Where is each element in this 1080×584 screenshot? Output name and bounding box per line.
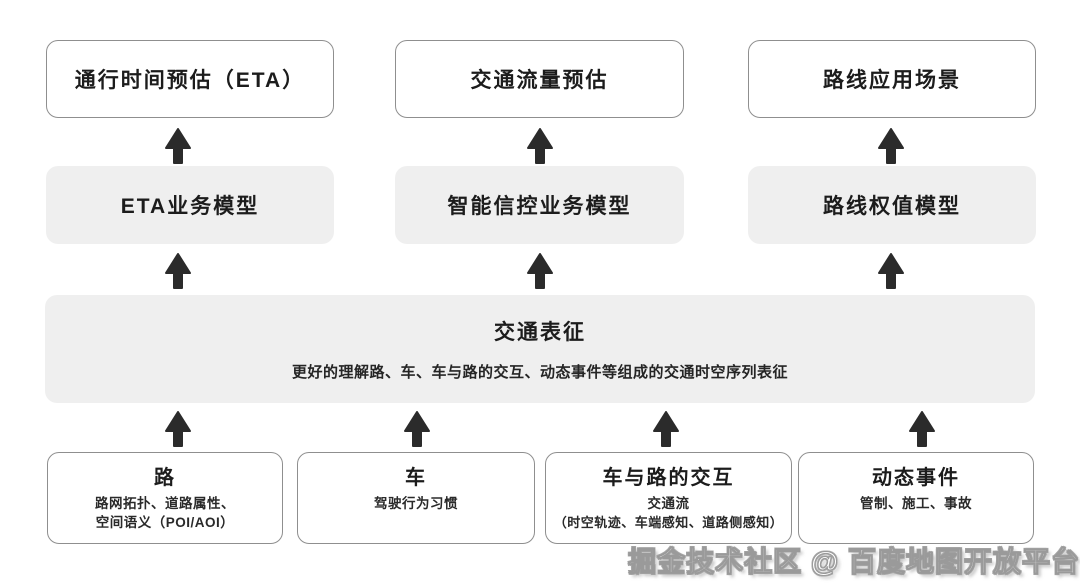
box-vehicle-road-interaction: 车与路的交互 交通流 （时空轨迹、车端感知、道路侧感知） [545, 452, 792, 544]
box-dynamic-events-title: 动态事件 [872, 467, 960, 489]
up-arrow-icon [909, 411, 935, 447]
up-arrow-icon [165, 253, 191, 289]
box-eta-business-model-label: ETA业务模型 [120, 195, 260, 218]
box-vehicle-road-interaction-sub-line2: （时空轨迹、车端感知、道路侧感知） [553, 515, 784, 530]
box-vehicle: 车 驾驶行为习惯 [297, 452, 535, 544]
box-eta-prediction-label: 通行时间预估（ETA） [74, 69, 306, 92]
box-route-weight-model-label: 路线权值模型 [823, 195, 961, 218]
box-signal-control-model: 智能信控业务模型 [395, 166, 684, 244]
box-eta-business-model: ETA业务模型 [46, 166, 334, 244]
traffic-representation-subtitle: 更好的理解路、车、车与路的交互、动态事件等组成的交通时空序列表征 [291, 364, 788, 381]
box-traffic-flow-prediction-label: 交通流量预估 [470, 69, 609, 92]
box-eta-prediction: 通行时间预估（ETA） [46, 40, 334, 118]
up-arrow-icon [878, 253, 904, 289]
box-vehicle-road-interaction-sub-line1: 交通流 [647, 496, 690, 511]
up-arrow-icon [165, 411, 191, 447]
box-dynamic-events: 动态事件 管制、施工、事故 [798, 452, 1034, 544]
up-arrow-icon [527, 128, 553, 164]
box-route-application-label: 路线应用场景 [823, 69, 961, 92]
box-traffic-flow-prediction: 交通流量预估 [395, 40, 684, 118]
box-route-weight-model: 路线权值模型 [748, 166, 1036, 244]
box-road-sub-line2: 空间语义（POI/AOI） [95, 515, 235, 530]
box-road: 路 路网拓扑、道路属性、 空间语义（POI/AOI） [47, 452, 283, 544]
up-arrow-icon [165, 128, 191, 164]
box-road-title: 路 [154, 467, 176, 489]
box-road-sub-line1: 路网拓扑、道路属性、 [95, 496, 235, 511]
box-vehicle-title: 车 [405, 467, 427, 489]
up-arrow-icon [527, 253, 553, 289]
box-dynamic-events-sub-line1: 管制、施工、事故 [860, 496, 972, 511]
up-arrow-icon [404, 411, 430, 447]
box-route-application: 路线应用场景 [748, 40, 1036, 118]
box-vehicle-sub-line1: 驾驶行为习惯 [374, 496, 458, 511]
box-vehicle-road-interaction-title: 车与路的交互 [602, 467, 735, 489]
box-traffic-representation: 交通表征 更好的理解路、车、车与路的交互、动态事件等组成的交通时空序列表征 [45, 295, 1035, 403]
up-arrow-icon [653, 411, 679, 447]
box-signal-control-model-label: 智能信控业务模型 [447, 195, 632, 218]
up-arrow-icon [878, 128, 904, 164]
watermark: 掘金技术社区 @ 百度地图开放平台 [628, 546, 1080, 578]
traffic-representation-title: 交通表征 [494, 321, 586, 344]
